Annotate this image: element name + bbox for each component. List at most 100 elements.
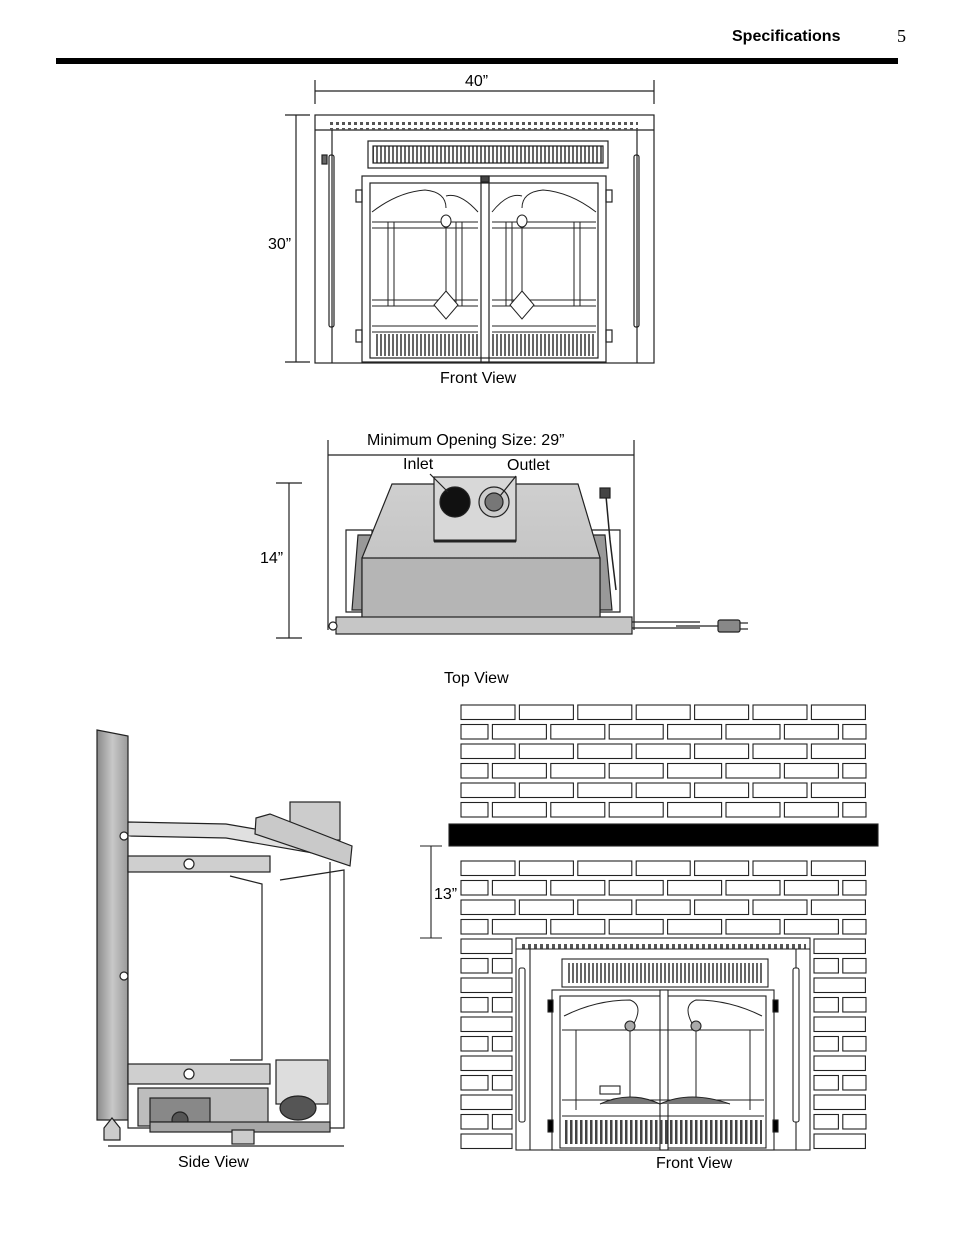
brick <box>842 957 867 974</box>
width-dimension-label: 40” <box>465 73 489 90</box>
side-view-caption: Side View <box>178 1154 249 1171</box>
brick <box>842 918 867 935</box>
brick <box>491 801 547 818</box>
brick <box>460 704 516 721</box>
brick <box>842 1035 867 1052</box>
brick <box>518 860 574 877</box>
brick <box>842 1074 867 1091</box>
header-rule <box>56 58 898 64</box>
brick <box>577 782 633 799</box>
front-view-drawing <box>285 80 655 364</box>
brick <box>694 782 750 799</box>
brick <box>491 918 547 935</box>
brick <box>783 918 839 935</box>
brick <box>667 879 723 896</box>
brick <box>635 860 691 877</box>
height-dimension-label: 30” <box>268 236 292 253</box>
brick <box>725 723 781 740</box>
brick <box>752 899 808 916</box>
brick <box>783 723 839 740</box>
brick <box>460 957 489 974</box>
minimum-opening-label: Minimum Opening Size: 29” <box>367 432 565 449</box>
brick <box>813 1133 866 1150</box>
brick <box>783 762 839 779</box>
brick <box>460 1074 489 1091</box>
outlet-label: Outlet <box>507 457 550 474</box>
brick <box>491 1074 513 1091</box>
brick <box>460 1094 513 1111</box>
brick <box>813 957 839 974</box>
brick <box>667 801 723 818</box>
brick <box>842 879 867 896</box>
front-view-caption: Front View <box>440 370 517 387</box>
brick <box>752 704 808 721</box>
brick <box>518 704 574 721</box>
brick <box>810 704 866 721</box>
brick <box>460 918 489 935</box>
brick <box>518 899 574 916</box>
brick <box>752 782 808 799</box>
brick <box>813 1113 839 1130</box>
brick <box>491 879 547 896</box>
brick <box>783 801 839 818</box>
brick <box>460 1035 489 1052</box>
brick <box>813 1094 866 1111</box>
brick <box>491 1035 513 1052</box>
brick <box>725 918 781 935</box>
brick <box>813 977 866 994</box>
brick <box>810 782 866 799</box>
brick <box>694 860 750 877</box>
brick <box>491 996 513 1013</box>
brick <box>460 743 516 760</box>
brick <box>813 1055 866 1072</box>
inlet-label: Inlet <box>403 456 434 473</box>
brick <box>842 1113 867 1130</box>
brick <box>577 704 633 721</box>
brick <box>635 782 691 799</box>
brick <box>460 801 489 818</box>
brick <box>460 762 489 779</box>
mantel-clearance-label: 13” <box>434 886 458 903</box>
brick <box>460 938 513 955</box>
brick <box>694 743 750 760</box>
brick <box>608 918 664 935</box>
brick <box>725 762 781 779</box>
brick <box>810 860 866 877</box>
brick <box>550 801 606 818</box>
brick <box>550 879 606 896</box>
brick <box>752 743 808 760</box>
brick <box>608 762 664 779</box>
brick <box>460 782 516 799</box>
brick <box>813 1035 839 1052</box>
brick <box>608 801 664 818</box>
brick <box>635 899 691 916</box>
brick <box>842 801 867 818</box>
brick <box>577 899 633 916</box>
brick <box>577 860 633 877</box>
brick <box>635 704 691 721</box>
section-title: Specifications <box>732 28 841 45</box>
brick <box>842 996 867 1013</box>
brick <box>460 1016 513 1033</box>
brick <box>460 996 489 1013</box>
installed-front-view-caption: Front View <box>656 1155 733 1172</box>
top-view-drawing <box>276 440 748 639</box>
brick <box>752 860 808 877</box>
brick <box>813 996 839 1013</box>
brick <box>460 860 516 877</box>
brick <box>667 918 723 935</box>
brick <box>694 704 750 721</box>
brick <box>667 762 723 779</box>
brick <box>491 957 513 974</box>
brick <box>550 762 606 779</box>
brick <box>460 1055 513 1072</box>
brick <box>491 1113 513 1130</box>
brick <box>577 743 633 760</box>
brick <box>491 723 547 740</box>
brick <box>460 1133 513 1150</box>
brick <box>608 723 664 740</box>
brick <box>783 879 839 896</box>
brick <box>550 723 606 740</box>
side-view-drawing <box>96 729 353 1147</box>
